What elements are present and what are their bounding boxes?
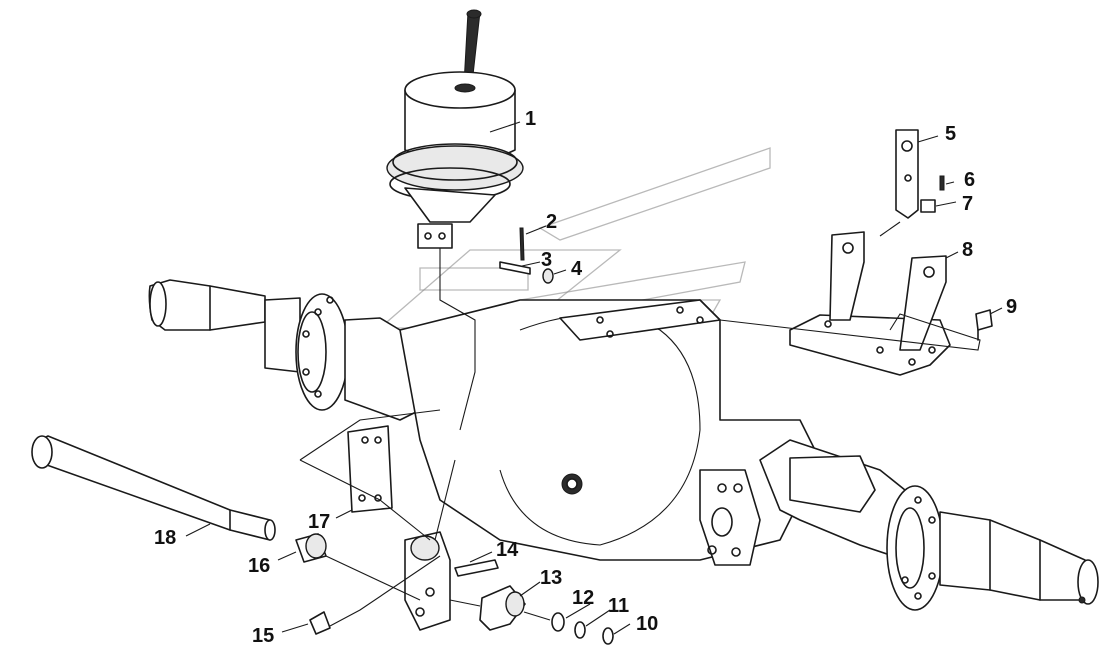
axle-housing — [148, 279, 1099, 611]
callout-leaders — [185, 121, 1003, 635]
callout-2: 2 — [546, 211, 557, 233]
mounting-bracket — [789, 231, 993, 376]
callout-16: 16 — [248, 555, 270, 577]
pin-parts — [499, 227, 554, 284]
callout-6: 6 — [964, 169, 975, 191]
callout-12: 12 — [572, 587, 594, 609]
camshaft — [31, 435, 331, 635]
callout-4: 4 — [571, 258, 583, 280]
callout-5: 5 — [945, 123, 956, 145]
link-arm — [895, 129, 945, 219]
callout-17: 17 — [308, 511, 330, 533]
callout-3: 3 — [541, 249, 552, 271]
brake-chamber — [386, 9, 524, 249]
callout-18: 18 — [154, 527, 176, 549]
callout-labels: 1 2 3 4 5 6 7 8 9 10 11 12 13 14 15 16 1… — [154, 108, 1017, 647]
plate — [347, 425, 393, 513]
callout-1: 1 — [525, 108, 536, 130]
callout-11: 11 — [608, 595, 629, 617]
callout-9: 9 — [1006, 296, 1017, 318]
callout-14: 14 — [496, 539, 519, 561]
callout-15: 15 — [252, 625, 274, 647]
assembly-lines — [299, 221, 981, 627]
callout-10: 10 — [636, 613, 658, 635]
callout-13: 13 — [540, 567, 562, 589]
callout-8: 8 — [962, 239, 973, 261]
callout-7: 7 — [962, 193, 973, 215]
